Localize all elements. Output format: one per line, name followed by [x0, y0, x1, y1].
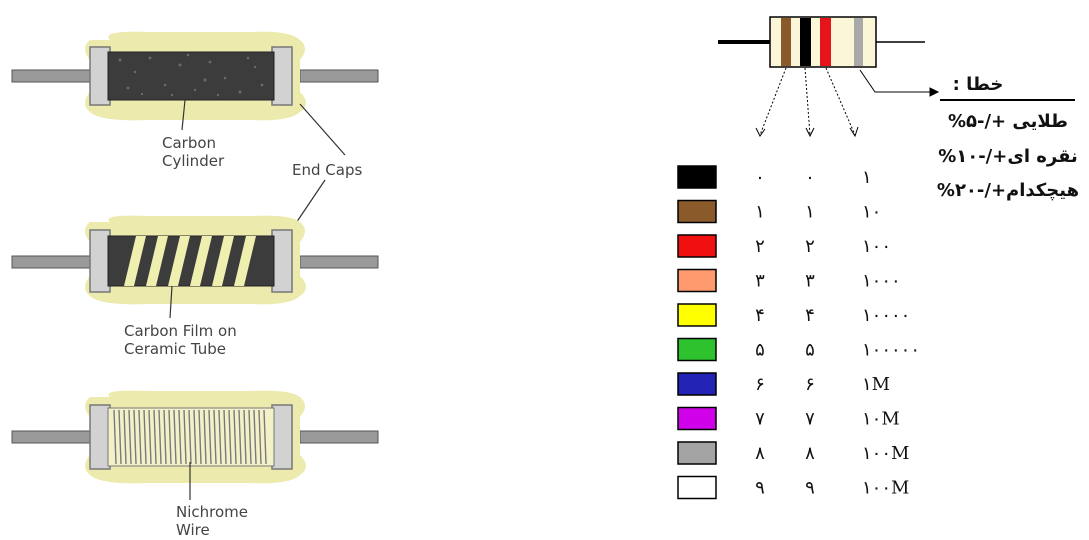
band-3	[820, 18, 831, 66]
end-caps-label: End Caps	[292, 161, 362, 179]
second-digit: ۱	[805, 202, 815, 223]
second-digit: ۸	[805, 443, 815, 464]
first-digit: ۵	[755, 340, 765, 361]
end-caps-pointer-top	[299, 103, 346, 156]
color-code-row: ۳ ۳ ۱۰۰۰	[677, 268, 901, 293]
multiplier: ۱۰M	[862, 409, 900, 430]
carbon-film-pointer	[169, 285, 173, 319]
second-digit: ۵	[805, 340, 815, 361]
color-code-row: ۶ ۶ ۱M	[677, 372, 890, 396]
right-lead	[299, 69, 379, 83]
right-lead	[299, 430, 379, 444]
end-cap-right	[271, 46, 293, 106]
second-digit: ۹	[805, 478, 815, 499]
first-digit: ۴	[755, 305, 765, 326]
first-digit: ۰	[755, 167, 765, 188]
multiplier: ۱۰۰۰	[862, 271, 901, 292]
nichrome-wire-label-1: Nichrome	[176, 503, 248, 521]
end-cap-right	[271, 229, 293, 293]
second-digit: ۳	[805, 271, 815, 292]
first-digit: ۹	[755, 478, 765, 499]
end-cap-left	[89, 229, 111, 293]
end-caps-callout: End Caps	[289, 103, 362, 233]
left-lead	[11, 430, 91, 444]
multiplier: ۱۰	[862, 202, 881, 223]
multiplier: ۱۰۰۰۰	[862, 305, 910, 326]
color-code-table: ۰ ۰ ۱ ۱ ۱ ۱۰ ۲ ۲ ۱۰۰ ۳ ۳ ۱۰۰۰ ۴ ۴ ۱۰۰۰۰ ۵ ۵ ۱۰۰۰۰۰ ۶ ۶ ۱M ۷ ۷ ۱…	[677, 165, 920, 500]
color-swatch	[677, 406, 717, 431]
carbon-cylinder-label-2: Cylinder	[162, 152, 225, 170]
end-cap-left	[89, 46, 111, 106]
tolerance-arrow	[859, 69, 932, 93]
band-2	[800, 18, 811, 66]
color-code-resistor	[718, 16, 925, 68]
film-stripes	[124, 236, 256, 286]
multiplier: ۱	[862, 167, 872, 188]
color-swatch	[677, 372, 717, 396]
first-digit: ۷	[755, 409, 765, 430]
color-swatch	[677, 475, 717, 500]
carbon-cylinder	[107, 51, 275, 101]
first-digit: ۸	[755, 443, 765, 464]
color-swatch	[677, 337, 717, 362]
left-lead	[11, 255, 91, 269]
color-code-row: ۰ ۰ ۱	[677, 165, 872, 189]
color-code-row: ۹ ۹ ۱۰۰M	[677, 475, 909, 500]
tolerance-none: %۲۰-/+هیچکدام	[937, 180, 1079, 201]
first-digit: ۳	[755, 271, 765, 292]
color-swatch	[677, 165, 717, 189]
color-code-row: ۲ ۲ ۱۰۰	[677, 234, 891, 258]
tolerance-legend: خطا : %۵-/+ طلایی %۱۰-/+نقره ای %۲۰-/+هی…	[937, 74, 1079, 201]
color-code-row: ۵ ۵ ۱۰۰۰۰۰	[677, 337, 920, 362]
color-code-row: ۴ ۴ ۱۰۰۰۰	[677, 303, 910, 327]
multiplier: ۱۰۰M	[862, 443, 909, 464]
first-digit: ۶	[755, 374, 765, 395]
nichrome-wire-resistor: Nichrome Wire	[11, 390, 379, 539]
band-1	[781, 18, 791, 66]
color-swatch	[677, 199, 717, 224]
carbon-film-resistor: Carbon Film on Ceramic Tube	[11, 215, 379, 358]
second-digit: ۶	[805, 374, 815, 395]
tolerance-title: خطا :	[953, 74, 1004, 95]
carbon-texture	[118, 53, 264, 97]
first-digit: ۲	[755, 236, 765, 257]
carbon-cylinder-resistor: Carbon Cylinder	[11, 31, 379, 170]
tolerance-silver: %۱۰-/+نقره ای	[938, 146, 1078, 167]
color-swatch	[677, 268, 717, 293]
color-swatch	[677, 441, 717, 465]
second-digit: ۷	[805, 409, 815, 430]
color-swatch	[677, 234, 717, 258]
multiplier: ۱۰۰۰۰۰	[862, 340, 920, 361]
nichrome-wire-coils	[113, 409, 267, 465]
carbon-film-label-2: Ceramic Tube	[124, 340, 226, 358]
carbon-film-label-1: Carbon Film on	[124, 322, 237, 340]
tolerance-arrowhead	[929, 87, 940, 97]
end-cap-right	[271, 404, 293, 470]
right-lead	[299, 255, 379, 269]
nichrome-wire-label-2: Wire	[176, 521, 210, 539]
second-digit: ۴	[805, 305, 815, 326]
multiplier: ۱۰۰M	[862, 478, 909, 499]
second-digit: ۰	[805, 167, 815, 188]
tolerance-gold: %۵-/+ طلایی	[948, 111, 1068, 132]
first-digit: ۱	[755, 202, 765, 223]
carbon-cylinder-pointer	[181, 99, 186, 131]
left-lead	[11, 69, 91, 83]
color-code-row: ۱ ۱ ۱۰	[677, 199, 881, 224]
color-code-row: ۷ ۷ ۱۰M	[677, 406, 900, 431]
color-swatch	[677, 303, 717, 327]
band-arrows	[755, 67, 940, 138]
color-code-row: ۸ ۸ ۱۰۰M	[677, 441, 909, 465]
multiplier: ۱۰۰	[862, 236, 891, 257]
second-digit: ۲	[805, 236, 815, 257]
end-cap-left	[89, 404, 111, 470]
carbon-cylinder-label-1: Carbon	[162, 134, 216, 152]
multiplier: ۱M	[862, 374, 890, 395]
band-tolerance	[854, 18, 863, 66]
